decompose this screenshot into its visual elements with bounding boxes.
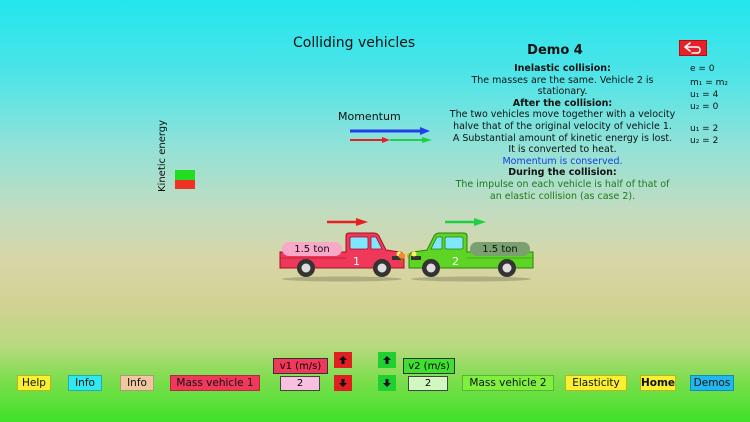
vehicle-1-mass-badge: 1.5 ton bbox=[282, 242, 342, 256]
elasticity-button[interactable]: Elasticity bbox=[565, 375, 627, 391]
home-button[interactable]: Home bbox=[640, 375, 676, 391]
v1-label: v1 (m/s) bbox=[273, 358, 328, 374]
momentum-v2-arrow bbox=[390, 137, 432, 143]
back-button[interactable] bbox=[679, 40, 707, 56]
desc-heading-inelastic: Inelastic collision: bbox=[514, 63, 611, 74]
v2-decrease-button[interactable] bbox=[378, 375, 396, 391]
parameter-list: e = 0 m₁ = m₂ u₁ = 4 u₂ = 0 u₁ = 2 u₂ = … bbox=[690, 63, 728, 147]
vehicle-2[interactable] bbox=[405, 230, 537, 282]
desc-heading-after: After the collision: bbox=[512, 97, 613, 109]
momentum-label: Momentum bbox=[338, 110, 401, 123]
param-u1-after: u₁ = 2 bbox=[690, 124, 719, 134]
arrow-down-icon bbox=[383, 379, 391, 387]
mass-vehicle-2-button[interactable]: Mass vehicle 2 bbox=[462, 375, 554, 391]
vehicle-2-number: 2 bbox=[452, 255, 459, 268]
mass-vehicle-1-button[interactable]: Mass vehicle 1 bbox=[170, 375, 260, 391]
demo-title: Demo 4 bbox=[527, 43, 583, 58]
momentum-arrows bbox=[350, 127, 432, 143]
desc-line: It is converted to heat. bbox=[508, 144, 617, 156]
return-arrow-icon bbox=[684, 42, 701, 54]
param-u1-before: u₁ = 4 bbox=[690, 90, 719, 100]
param-u2-after: u₂ = 2 bbox=[690, 136, 719, 146]
vehicle-2-mass-badge: 1.5 ton bbox=[470, 242, 530, 256]
arrow-up-icon bbox=[339, 356, 347, 364]
page-title: Colliding vehicles bbox=[293, 35, 416, 51]
desc-line: A Substantial amount of kinetic energy i… bbox=[452, 132, 673, 144]
momentum-v1-arrow bbox=[350, 137, 390, 143]
demo-description: Inelastic collision: The masses are the … bbox=[440, 63, 685, 202]
info-button[interactable]: Info bbox=[68, 375, 102, 391]
kinetic-energy-label: Kinetic energy bbox=[157, 119, 168, 192]
desc-line: halve that of the original velocity of v… bbox=[453, 120, 672, 132]
desc-line: stationary. bbox=[537, 86, 588, 98]
vehicle-1-number: 1 bbox=[353, 255, 360, 268]
velocity-arrow-vehicle2 bbox=[445, 218, 486, 226]
vehicle-1[interactable] bbox=[276, 230, 408, 282]
v2-increase-button[interactable] bbox=[378, 352, 396, 368]
desc-line: The two vehicles move together with a ve… bbox=[449, 109, 676, 121]
desc-line-impulse: an elastic collision (as case 2). bbox=[489, 190, 636, 202]
param-e: e = 0 bbox=[690, 64, 715, 74]
param-masses: m₁ = m₂ bbox=[690, 78, 729, 88]
param-u2-before: u₂ = 0 bbox=[690, 102, 719, 112]
v2-input[interactable]: 2 bbox=[408, 376, 448, 391]
momentum-total-arrow bbox=[350, 127, 430, 135]
v2-label: v2 (m/s) bbox=[403, 358, 455, 374]
demos-button[interactable]: Demos bbox=[690, 375, 734, 391]
help-button[interactable]: Help bbox=[17, 375, 51, 391]
desc-momentum-conserved: Momentum is conserved. bbox=[502, 155, 623, 167]
desc-line-impulse: The impulse on each vehicle is half of t… bbox=[455, 178, 670, 190]
kinetic-energy-bar-green bbox=[175, 170, 195, 180]
desc-line: The masses are the same. Vehicle 2 is bbox=[471, 74, 654, 86]
v1-decrease-button[interactable] bbox=[334, 375, 352, 391]
v1-increase-button[interactable] bbox=[334, 352, 352, 368]
info-button-2[interactable]: Info bbox=[120, 375, 154, 391]
desc-heading-during: During the collision: bbox=[508, 167, 617, 179]
kinetic-energy-bar-red bbox=[175, 180, 195, 189]
arrow-down-icon bbox=[339, 379, 347, 387]
arrow-up-icon bbox=[383, 356, 391, 364]
v1-input[interactable]: 2 bbox=[280, 376, 320, 391]
velocity-arrow-vehicle1 bbox=[327, 218, 368, 226]
